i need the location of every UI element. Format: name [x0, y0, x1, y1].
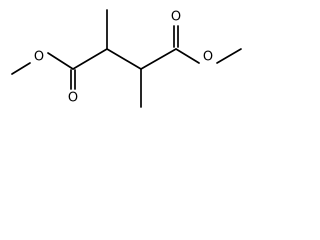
bonds: [11, 9, 242, 108]
bond-left-oxygen-to-carbonyl-carbon: [47, 52, 74, 70]
atom-labels: O O O O: [31, 9, 216, 106]
bond-right-carbonyl-carbon-to-oxygen: [175, 48, 200, 64]
bond-right-oxygen-to-methyl: [216, 48, 242, 64]
bond-alpha-to-alpha: [106, 48, 142, 70]
left-ether-oxygen-label: O: [34, 50, 44, 65]
bond-left-carbonyl-to-alpha-carbon: [72, 48, 108, 70]
left-ether-oxygen-bg: [31, 49, 47, 65]
right-carbonyl-oxygen-label: O: [171, 10, 181, 25]
molecule-structure: O O O O: [11, 9, 242, 108]
bond-right-alpha-to-carbonyl-carbon: [140, 48, 177, 70]
left-carbonyl-oxygen-label: O: [68, 91, 78, 106]
right-ether-oxygen-label: O: [203, 50, 213, 65]
bond-left-methyl-to-oxygen: [11, 62, 31, 75]
right-ether-oxygen-bg: [200, 49, 216, 65]
left-carbonyl-oxygen-bg: [65, 90, 81, 106]
structure-canvas: O O O O: [0, 0, 250, 118]
right-carbonyl-oxygen-bg: [168, 9, 184, 25]
